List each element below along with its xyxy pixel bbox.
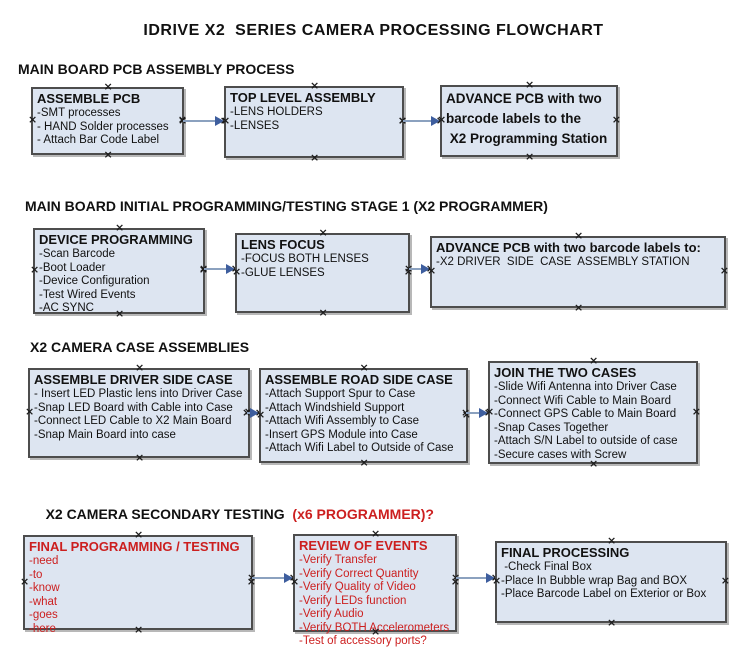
box-item: -what (29, 595, 58, 608)
box-item: -Attach Wifi Label to Outside of Case (265, 442, 454, 454)
box-item: -Place Barcode Label on Exterior or Box (501, 588, 707, 600)
box-item: -Slide Wifi Antenna into Driver Case (494, 381, 677, 393)
box-final-processing: FINAL PROCESSING -Check Final Box -Place… (495, 536, 727, 628)
box-item: -need (29, 555, 59, 567)
box-final-programming-testing: FINAL PROGRAMMING / TESTING -need -to -k… (23, 530, 253, 635)
box-title: TOP LEVEL ASSEMBLY (230, 90, 376, 105)
box-item: -Verify Quality of Video (299, 581, 416, 593)
box-item: -SMT processes (37, 107, 121, 119)
box-item: -FOCUS BOTH LENSES (241, 253, 369, 265)
box-lens-focus: LENS FOCUS -FOCUS BOTH LENSES -GLUE LENS… (235, 228, 410, 318)
box-top-level-assembly: TOP LEVEL ASSEMBLY -LENS HOLDERS -LENSES (224, 81, 404, 163)
box-item: -Snap LED Board with Cable into Case (34, 401, 233, 414)
box-body: ADVANCE PCB with two barcode labels to: … (436, 240, 720, 270)
box-item: -Check Final Box (501, 561, 592, 573)
box-body: LENS FOCUS -FOCUS BOTH LENSES -GLUE LENS… (241, 237, 404, 280)
section-header-case-assemblies: X2 CAMERA CASE ASSEMBLIES (30, 339, 250, 355)
box-item: -here (29, 622, 56, 635)
arrow-assemble-to-toplevel (178, 115, 229, 127)
arrow-line (183, 120, 219, 122)
box-title: ASSEMBLE PCB (37, 91, 141, 106)
box-item: -Device Configuration (39, 275, 150, 287)
box-title: FINAL PROCESSING (501, 545, 630, 560)
box-body: DEVICE PROGRAMMING -Scan Barcode -Boot L… (39, 232, 199, 316)
box-item: - HAND Solder processes (37, 120, 169, 133)
box-body: ADVANCE PCB with two barcode labels to t… (446, 89, 612, 149)
box-title: FINAL PROGRAMMING / TESTING (29, 539, 240, 554)
box-item: -Test Wired Events (39, 288, 136, 301)
box-body: ASSEMBLE PCB -SMT processes - HAND Solde… (37, 91, 178, 148)
box-title: ASSEMBLE ROAD SIDE CASE (265, 372, 453, 387)
box-item: -X2 DRIVER SIDE CASE ASSEMBLY STATION (436, 256, 690, 268)
section-header-initial-programming: MAIN BOARD INITIAL PROGRAMMING/TESTING S… (25, 198, 548, 214)
box-item: -Connect GPS Cable to Main Board (494, 408, 677, 420)
box-review-of-events: REVIEW OF EVENTS -Verify Transfer -Verif… (293, 529, 457, 647)
box-assemble-pcb: ASSEMBLE PCB -SMT processes - HAND Solde… (31, 82, 184, 160)
box-title: ADVANCE PCB with two barcode labels to: (436, 240, 701, 255)
box-item: -Snap Cases Together (494, 421, 609, 434)
arrow-line (204, 268, 230, 270)
page-title: IDRIVE X2 SERIES CAMERA PROCESSING FLOWC… (143, 22, 604, 39)
arrow-line (466, 412, 483, 414)
box-item: -Attach Windshield Support (265, 401, 405, 414)
box-item: - Attach Bar Code Label (37, 134, 160, 146)
box-item: -know (29, 582, 60, 594)
box-item: -Verify Correct Quantity (299, 567, 419, 580)
box-item: -goes (29, 609, 58, 621)
arrow-line (456, 577, 490, 579)
arrow-toplevel-to-advance (398, 115, 445, 127)
section-header-secondary-testing: X2 CAMERA SECONDARY TESTING (x6 PROGRAMM… (30, 490, 434, 538)
box-item: -Insert GPS Module into Case (265, 428, 418, 441)
section-header-black-part: X2 CAMERA SECONDARY TESTING (45, 506, 293, 522)
box-item: - Insert LED Plastic lens into Driver Ca… (34, 388, 243, 400)
box-body: REVIEW OF EVENTS -Verify Transfer -Verif… (299, 538, 451, 649)
box-body: FINAL PROCESSING -Check Final Box -Place… (501, 545, 721, 602)
box-item: -Place In Bubble wrap Bag and BOX (501, 574, 688, 587)
box-assemble-driver-side-case: ASSEMBLE DRIVER SIDE CASE - Insert LED P… (28, 363, 250, 463)
box-item: -LENSES (230, 119, 280, 132)
box-item: -Verify Audio (299, 608, 364, 620)
box-body: ASSEMBLE DRIVER SIDE CASE - Insert LED P… (34, 372, 244, 442)
arrow-review-to-finalprocessing (451, 572, 500, 584)
box-item: -Attach S/N Label to outside of case (494, 435, 678, 447)
section-header-red-part: (x6 PROGRAMMER)? (292, 506, 434, 522)
box-title: DEVICE PROGRAMMING (39, 232, 193, 247)
box-title: ASSEMBLE DRIVER SIDE CASE (34, 372, 233, 387)
box-device-programming: DEVICE PROGRAMMING -Scan Barcode -Boot L… (33, 223, 205, 319)
box-item: -Verify Transfer (299, 554, 377, 566)
box-item: -Verify BOTH Accelerometers (299, 621, 450, 634)
box-advance-pcb-driver-side-station: ADVANCE PCB with two barcode labels to: … (430, 231, 726, 313)
box-item: -Boot Loader (39, 261, 106, 274)
box-body: JOIN THE TWO CASES -Slide Wifi Antenna i… (494, 365, 692, 462)
arrow-line (252, 577, 288, 579)
box-item: -GLUE LENSES (241, 266, 325, 279)
box-assemble-road-side-case: ASSEMBLE ROAD SIDE CASE -Attach Support … (259, 363, 468, 468)
box-title: REVIEW OF EVENTS (299, 538, 428, 553)
box-title: JOIN THE TWO CASES (494, 365, 637, 380)
box-item: -Attach Wifi Assembly to Case (265, 415, 420, 427)
box-item: -LENS HOLDERS (230, 106, 323, 118)
arrow-line (403, 120, 435, 122)
box-item: -Connect LED Cable to X2 Main Board (34, 415, 232, 427)
box-title: ADVANCE PCB with two barcode labels to t… (446, 91, 608, 146)
box-body: FINAL PROGRAMMING / TESTING -need -to -k… (29, 539, 247, 636)
box-item: -Snap Main Board into case (34, 428, 176, 441)
arrow-line (409, 268, 425, 270)
box-item: -AC SYNC (39, 302, 94, 314)
box-item: -Attach Support Spur to Case (265, 388, 416, 400)
section-header-pcb-assembly: MAIN BOARD PCB ASSEMBLY PROCESS (18, 61, 295, 77)
box-join-the-two-cases: JOIN THE TWO CASES -Slide Wifi Antenna i… (488, 356, 698, 469)
box-body: ASSEMBLE ROAD SIDE CASE -Attach Support … (265, 372, 462, 456)
box-item: -Scan Barcode (39, 248, 116, 260)
box-item: -to (29, 568, 43, 581)
box-item: -Test of accessory ports? (299, 635, 427, 647)
arrow-finalprog-to-review (247, 572, 298, 584)
box-body: TOP LEVEL ASSEMBLY -LENS HOLDERS -LENSES (230, 90, 398, 133)
box-item: -Secure cases with Screw (494, 448, 627, 461)
box-item: -Verify LEDs function (299, 594, 407, 607)
box-item: -Connect Wifi Cable to Main Board (494, 394, 672, 407)
box-title: LENS FOCUS (241, 237, 325, 252)
box-advance-pcb-programming-station: ADVANCE PCB with two barcode labels to t… (440, 80, 618, 162)
